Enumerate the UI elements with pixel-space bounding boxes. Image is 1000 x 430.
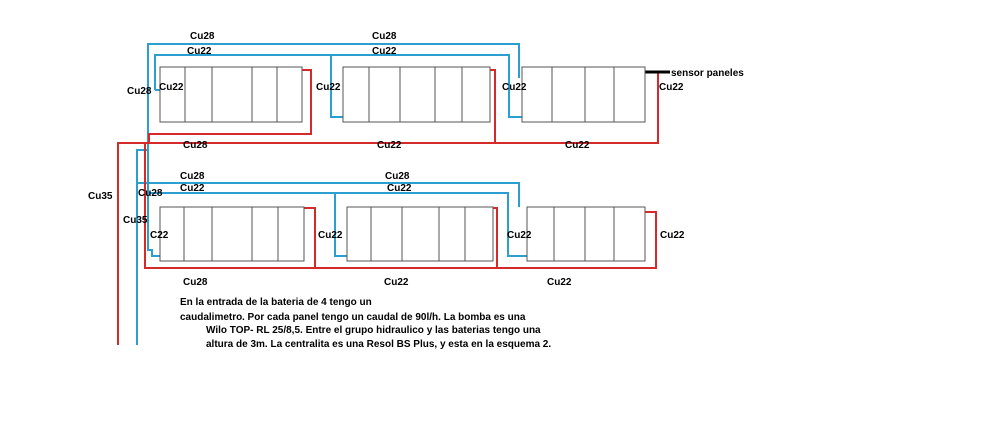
cold-pipes <box>136 43 527 345</box>
note-line-1: En la entrada de la bateria de 4 tengo u… <box>180 297 372 308</box>
hot-pipes <box>117 69 659 345</box>
note-line-4: Wilo TOP- RL 25/8,5. Entre el grupo hidr… <box>206 325 541 336</box>
panel-r1-2 <box>342 66 491 123</box>
label-bottom-cu22-row2-a: Cu22 <box>384 277 409 288</box>
cold-row2-p1-feed <box>147 193 160 257</box>
label-in-cu22-p1: Cu22 <box>159 82 184 93</box>
label-bottom-cu22-row2-b: Cu22 <box>547 277 572 288</box>
label-bottom-cu28-row1: Cu28 <box>183 140 208 151</box>
panel-r1-1 <box>159 66 303 123</box>
cold-row1-p3-feed <box>332 54 522 118</box>
cold-row2-p3-feed <box>335 192 527 257</box>
label-top-cu28-1: Cu28 <box>190 31 215 42</box>
label-row2-in-c22: C22 <box>150 230 169 241</box>
cold-row2-outer <box>136 150 520 207</box>
label-row2-cu28-2: Cu28 <box>385 171 410 182</box>
label-row2-cu22-1: Cu22 <box>180 183 205 194</box>
note-line-2: caudalimetro <box>180 312 242 323</box>
label-top-cu22-1: Cu22 <box>187 46 212 57</box>
hot-row1-p2-out <box>490 69 496 143</box>
pipe-labels: Cu28 Cu28 Cu22 Cu22 Cu28 Cu22 Cu22 Cu22 … <box>88 31 744 288</box>
label-left-cu28-top: Cu28 <box>127 86 152 97</box>
label-bottom-cu22-row1-b: Cu22 <box>565 140 590 151</box>
label-bottom-cu22-row1-a: Cu22 <box>377 140 402 151</box>
label-cu35-left: Cu35 <box>88 191 113 202</box>
installation-notes: En la entrada de la bateria de 4 tengo u… <box>180 297 551 350</box>
panel-r2-1 <box>159 206 305 262</box>
panel-r2-3 <box>526 206 646 262</box>
hot-row2-p1-out <box>304 207 316 268</box>
panel-row-1 <box>159 66 646 123</box>
panel-row-2 <box>159 206 646 262</box>
label-top-cu28-2: Cu28 <box>372 31 397 42</box>
hot-row2-main <box>144 143 657 269</box>
label-in-cu22-p2: Cu22 <box>316 82 341 93</box>
label-row2-left-cu28: Cu28 <box>138 188 163 199</box>
label-bottom-cu28-row2: Cu28 <box>183 277 208 288</box>
label-row2-in-cu22-p2: Cu22 <box>318 230 343 241</box>
label-sensor: sensor paneles <box>671 68 744 79</box>
label-row2-cu28-1: Cu28 <box>180 171 205 182</box>
label-row2-cu22-2: Cu22 <box>387 183 412 194</box>
panel-r1-3 <box>521 66 646 123</box>
label-in-cu22-p3: Cu22 <box>502 82 527 93</box>
label-top-cu22-2: Cu22 <box>372 46 397 57</box>
hot-main-return <box>117 72 659 345</box>
cold-row1-header <box>154 54 343 118</box>
label-cu35-inner: Cu35 <box>123 215 148 226</box>
label-row2-out-cu22: Cu22 <box>660 230 685 241</box>
note-line-3: . Por cada panel tengo un caudal de 90l/… <box>242 312 526 323</box>
hot-row1-p1-out <box>148 69 312 143</box>
note-line-5: altura de 3m. La centralita es una Resol… <box>206 339 551 350</box>
label-out-cu22-top: Cu22 <box>659 82 684 93</box>
hot-row2-p2-out <box>493 207 498 268</box>
panel-r2-2 <box>346 206 494 262</box>
label-row2-in-cu22-p3: Cu22 <box>507 230 532 241</box>
